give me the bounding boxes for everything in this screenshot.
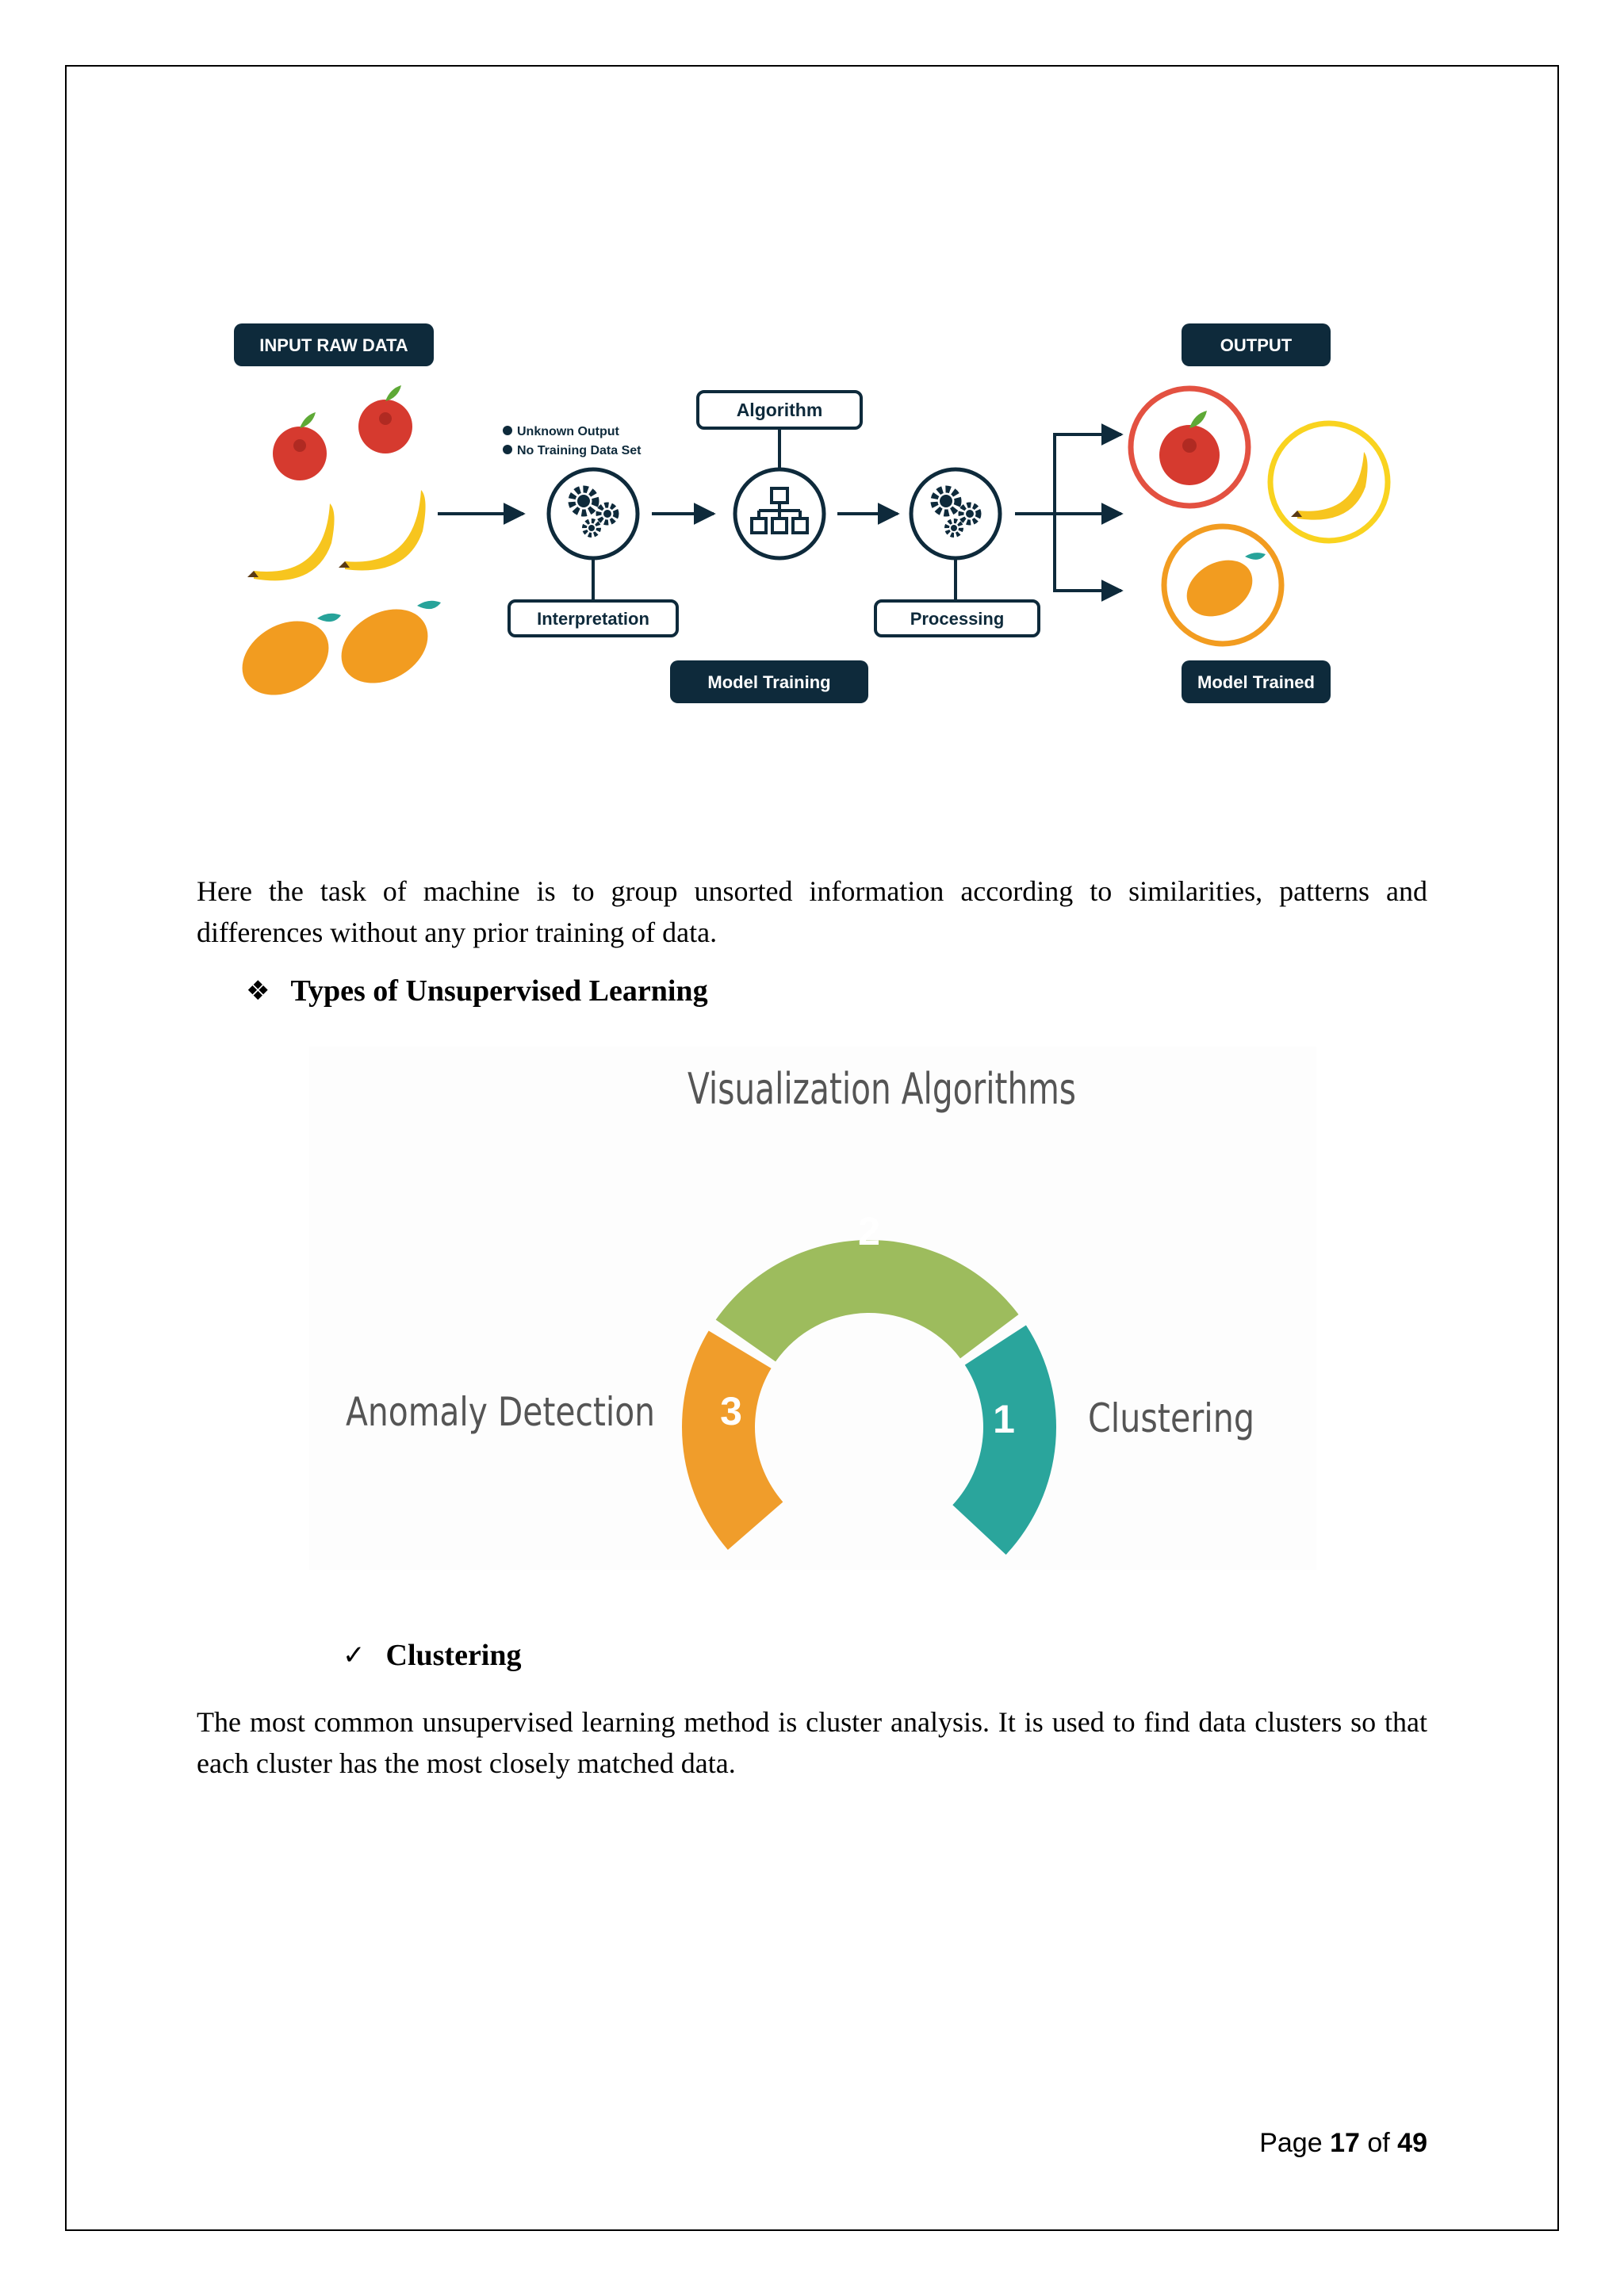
diamond-bullet-icon: ❖ bbox=[246, 975, 270, 1007]
types-chart: Visualization Algorithms 2 1 3 Anomaly D… bbox=[309, 1047, 1316, 1570]
gear-icon bbox=[546, 467, 640, 561]
output-pill: OUTPUT bbox=[1182, 323, 1331, 366]
apple-output-icon bbox=[1128, 385, 1251, 509]
page-number: Page 17 of 49 bbox=[1259, 2128, 1427, 2159]
subsection-heading: ✓ Clustering bbox=[343, 1638, 522, 1673]
algorithm-label: Algorithm bbox=[737, 400, 823, 420]
anomaly-detection-segment bbox=[682, 1330, 783, 1550]
section-title: Types of Unsupervised Learning bbox=[290, 974, 708, 1008]
apple-icon bbox=[358, 385, 412, 453]
bullet-no-training-data: No Training Data Set bbox=[517, 444, 642, 457]
types-chart-title: Visualization Algorithms bbox=[688, 1064, 1076, 1114]
interpretation-pill: Interpretation bbox=[508, 599, 679, 637]
bullet-list: Unknown Output No Training Data Set bbox=[503, 425, 642, 457]
banana-output-icon bbox=[1267, 420, 1391, 544]
mango-icon bbox=[341, 600, 441, 683]
model-training-label: Model Training bbox=[707, 672, 830, 692]
visualization-segment bbox=[715, 1240, 1019, 1362]
page-current: 17 bbox=[1330, 2128, 1360, 2158]
page-prefix: Page bbox=[1259, 2128, 1323, 2158]
mango-icon bbox=[242, 613, 341, 695]
section-heading: ❖ Types of Unsupervised Learning bbox=[246, 974, 708, 1008]
model-trained-label: Model Trained bbox=[1197, 672, 1315, 692]
bullet-unknown-output: Unknown Output bbox=[517, 425, 620, 438]
input-raw-data-pill: INPUT RAW DATA bbox=[234, 323, 434, 366]
anomaly-detection-label: Anomaly Detection bbox=[346, 1389, 655, 1435]
subsection-title: Clustering bbox=[385, 1639, 522, 1672]
banana-icon bbox=[247, 503, 335, 581]
apple-icon bbox=[273, 412, 327, 480]
paragraph-intro: Here the task of machine is to group uns… bbox=[197, 875, 1427, 948]
mango-output-icon bbox=[1161, 523, 1285, 647]
clustering-label: Clustering bbox=[1088, 1395, 1254, 1441]
paragraph-clustering: The most common unsupervised learning me… bbox=[197, 1706, 1427, 1779]
unsupervised-learning-diagram: INPUT RAW DATA Unknown Output No Trainin… bbox=[234, 323, 1391, 703]
hierarchy-icon bbox=[733, 467, 826, 561]
segment-number-2: 2 bbox=[858, 1209, 880, 1253]
model-trained-pill: Model Trained bbox=[1182, 660, 1331, 703]
check-icon: ✓ bbox=[343, 1640, 366, 1671]
model-training-pill: Model Training bbox=[670, 660, 868, 703]
segment-number-1: 1 bbox=[993, 1397, 1015, 1441]
page-separator: of bbox=[1367, 2128, 1390, 2158]
banana-icon bbox=[339, 490, 426, 571]
page-total: 49 bbox=[1397, 2128, 1427, 2158]
interpretation-label: Interpretation bbox=[537, 609, 649, 629]
clustering-segment bbox=[952, 1325, 1056, 1555]
algorithm-pill: Algorithm bbox=[696, 390, 863, 430]
gear-icon bbox=[909, 467, 1002, 561]
processing-label: Processing bbox=[910, 609, 1005, 629]
segment-number-3: 3 bbox=[720, 1389, 742, 1433]
processing-pill: Processing bbox=[874, 599, 1040, 637]
page-border bbox=[65, 65, 1559, 2231]
output-label: OUTPUT bbox=[1220, 335, 1293, 355]
input-raw-data-label: INPUT RAW DATA bbox=[259, 335, 408, 355]
